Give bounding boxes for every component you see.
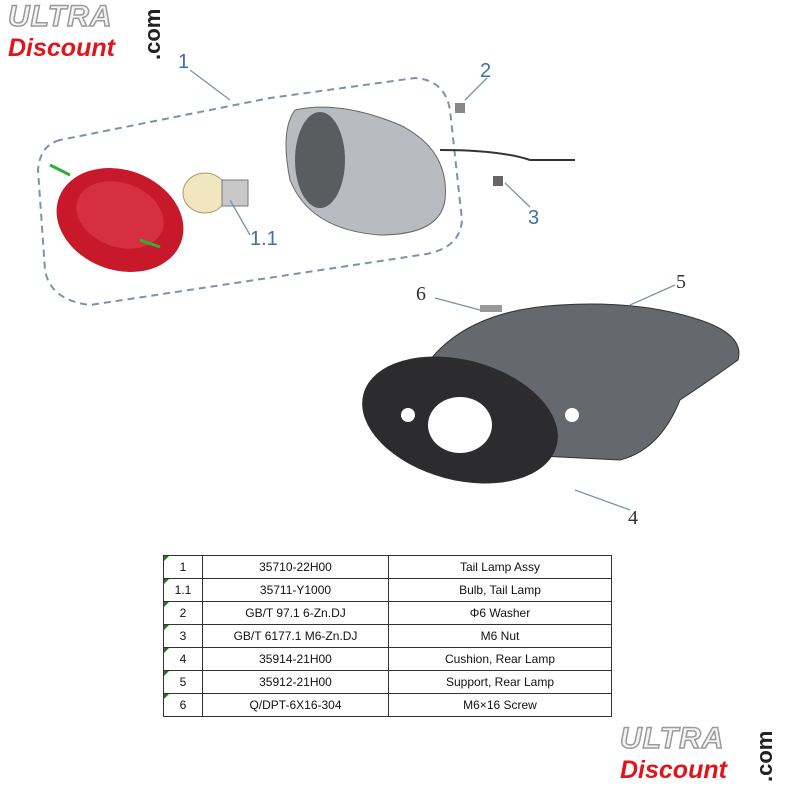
logo-discount: Discount	[620, 756, 727, 784]
description-cell: Cushion, Rear Lamp	[388, 647, 612, 671]
lamp-housing	[285, 106, 575, 236]
callout-4: 4	[628, 507, 638, 529]
callout-3: 3	[528, 207, 539, 229]
ref-cell: 1	[163, 555, 203, 579]
brand-logo-top: ULTRA Discount .com	[0, 0, 180, 70]
logo-discount: Discount	[8, 34, 115, 62]
callout-6: 6	[416, 283, 426, 305]
nut	[493, 176, 503, 186]
bulb	[182, 172, 249, 214]
screw	[480, 305, 502, 312]
part-number-cell: 35710-22H00	[202, 555, 389, 579]
ref-cell: 3	[163, 624, 203, 648]
logo-com: .com	[752, 730, 777, 782]
logo-ultra: ULTRA	[619, 721, 725, 756]
washer	[455, 103, 465, 113]
callout-2: 2	[480, 60, 491, 82]
logo-ultra: ULTRA	[7, 0, 113, 34]
part-number-cell: 35914-21H00	[202, 647, 389, 671]
ref-cell: 1.1	[163, 578, 203, 602]
lamp-cushion	[362, 356, 579, 484]
part-number-cell: 35912-21H00	[202, 670, 389, 694]
lamp-lens	[49, 163, 184, 272]
description-cell: Bulb, Tail Lamp	[388, 578, 612, 602]
brand-logo-bottom: ULTRA Discount .com	[612, 721, 792, 792]
part-number-cell: 35711-Y1000	[202, 578, 389, 602]
part-number-cell: GB/T 97.1 6-Zn.DJ	[202, 601, 389, 625]
callout-1: 1	[178, 51, 189, 73]
callout-5: 5	[676, 271, 686, 293]
ref-cell: 5	[163, 670, 203, 694]
description-cell: M6 Nut	[388, 624, 612, 648]
ref-cell: 2	[163, 601, 203, 625]
description-cell: Φ6 Washer	[388, 601, 612, 625]
ref-cell: 4	[163, 647, 203, 671]
description-cell: Tail Lamp Assy	[388, 555, 612, 579]
exploded-parts-diagram: 1 1.1 2 3 4 5 6	[36, 51, 740, 529]
part-number-cell: Q/DPT-6X16-304	[202, 693, 389, 717]
callout-1-1: 1.1	[250, 228, 278, 250]
part-number-cell: GB/T 6177.1 M6-Zn.DJ	[202, 624, 389, 648]
description-cell: M6×16 Screw	[388, 693, 612, 717]
ref-cell: 6	[163, 693, 203, 717]
description-cell: Support, Rear Lamp	[388, 670, 612, 694]
